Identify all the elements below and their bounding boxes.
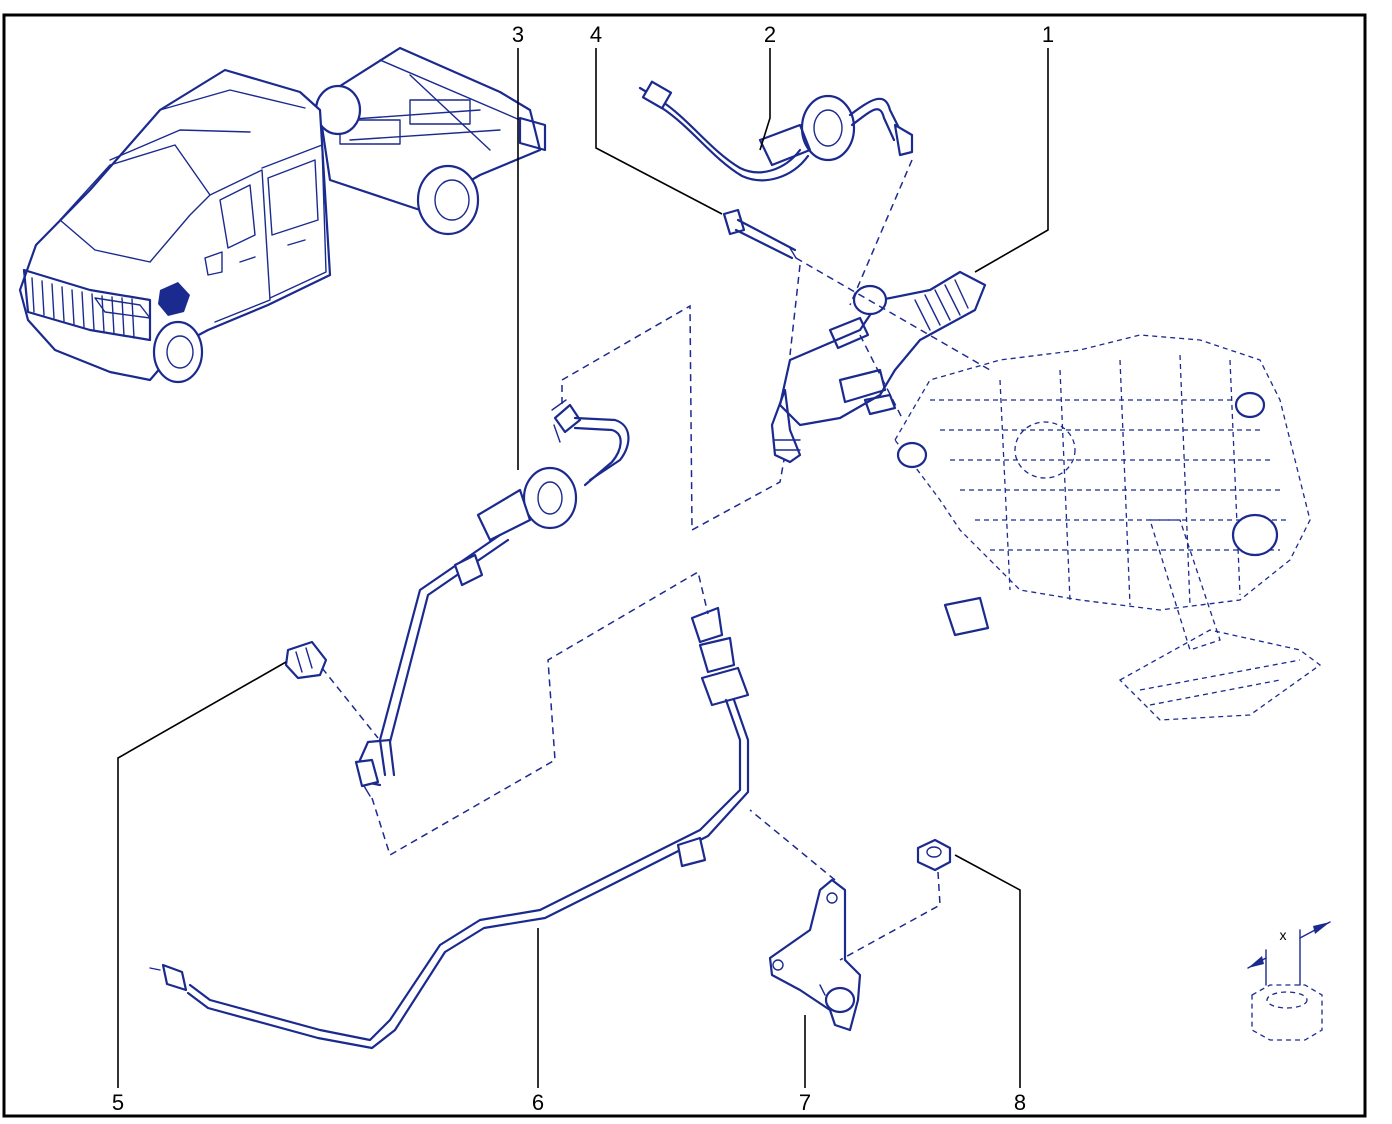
clutch-location-highlight [158, 282, 190, 316]
diagram-frame [2, 13, 1367, 1118]
callout-5: 5 [112, 1090, 124, 1115]
part-3-clutch-pipe [354, 399, 630, 797]
leader-lines [117, 48, 1049, 1088]
part-5-connector [284, 640, 328, 680]
part-2-clutch-pipe-with-grommet [638, 80, 914, 182]
vehicle-illustration [18, 46, 547, 384]
assembly-dashed-lines [321, 159, 991, 961]
callout-1: 1 [1042, 22, 1054, 47]
callout-2: 2 [764, 22, 776, 47]
pedal-assembly-dashed [894, 334, 1322, 721]
part-4-bolt [722, 208, 797, 260]
dimension-label-x: x [1280, 927, 1287, 943]
part-6-clutch-pipe-long [149, 606, 750, 1050]
callout-4: 4 [590, 22, 602, 47]
part-8-nut [916, 838, 952, 872]
part-7-bracket [768, 878, 862, 1032]
inset-nut-dimension: x [1247, 921, 1331, 1041]
callout-7: 7 [799, 1090, 811, 1115]
callout-8: 8 [1014, 1090, 1026, 1115]
part-1-clutch-master-cylinder [770, 270, 987, 464]
callout-6: 6 [532, 1090, 544, 1115]
callout-3: 3 [512, 22, 524, 47]
callout-labels: 1 2 3 4 5 6 7 8 [112, 22, 1054, 1115]
